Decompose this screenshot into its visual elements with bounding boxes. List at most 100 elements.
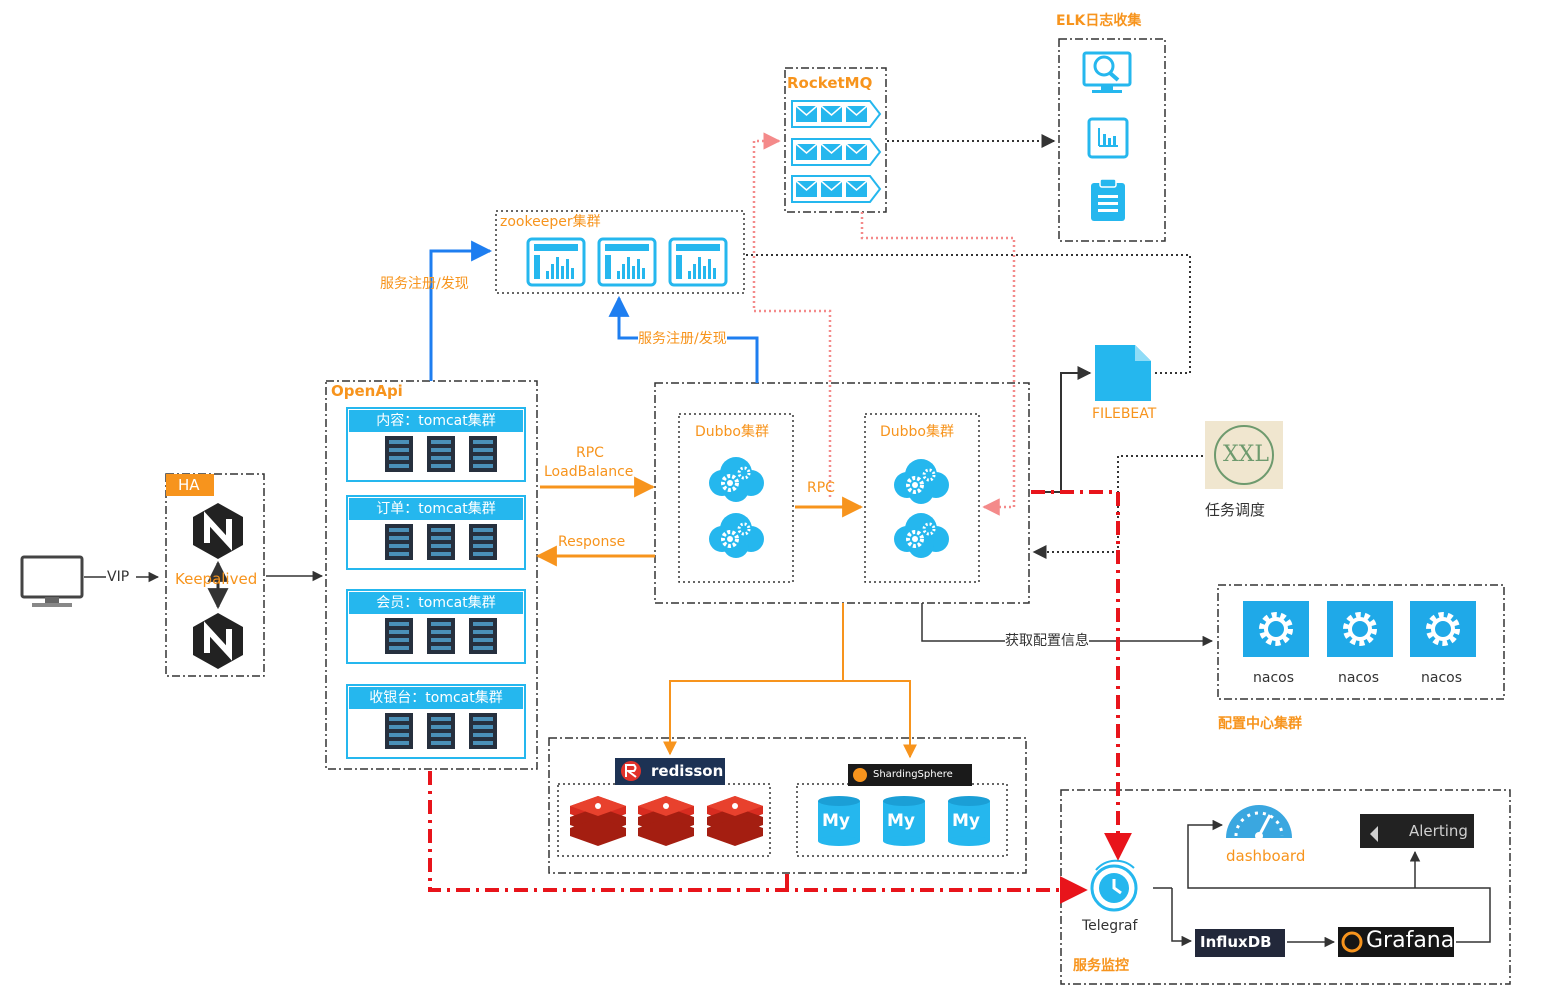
edge-rpc-lb-label-1: RPC xyxy=(576,445,604,461)
zookeeper-node-icon xyxy=(526,237,586,287)
dubbo-cluster1-box xyxy=(678,413,794,583)
ha-title: HA xyxy=(178,476,200,494)
grafana-logo-bg xyxy=(1338,927,1454,957)
redis-cube-icons xyxy=(570,796,763,846)
rocketmq-title: RocketMQ xyxy=(787,74,873,92)
server-icons xyxy=(385,436,497,749)
server-icon xyxy=(385,524,413,560)
keepalived-label: Keepalived xyxy=(175,570,258,588)
server-icon xyxy=(385,618,413,654)
mysql-text: My xyxy=(952,811,980,831)
zookeeper-node-icons xyxy=(526,237,728,287)
influxdb-label: InfluxDB xyxy=(1200,933,1272,951)
redisson-r-icon xyxy=(621,761,641,781)
server-icon xyxy=(469,713,497,749)
redis-icon xyxy=(707,796,763,846)
alerting-label: Alerting xyxy=(1409,822,1468,840)
dubbo-cluster1-title: Dubbo集群 xyxy=(695,424,769,440)
elk-title: ELK日志收集 xyxy=(1056,13,1142,29)
dubbo-service-icon xyxy=(894,513,949,558)
edge-rpc-label: RPC xyxy=(807,480,835,496)
server-icon xyxy=(427,524,455,560)
server-icon xyxy=(427,713,455,749)
redis-icon xyxy=(570,796,626,846)
nacos-gear-icons xyxy=(1243,601,1476,657)
server-icon xyxy=(469,436,497,472)
dashboard-gauge-icon xyxy=(1226,805,1292,840)
shardingsphere-label: ShardingSphere xyxy=(873,769,953,780)
dubbo-cluster2-box xyxy=(864,413,980,583)
influxdb-logo-bg xyxy=(1195,929,1285,957)
server-icon xyxy=(385,436,413,472)
shardingsphere-logo-bg xyxy=(848,764,972,786)
rocketmq-queue-icons xyxy=(791,100,882,203)
ha-title-bg xyxy=(166,474,214,496)
logstash-clipboard-icon xyxy=(1091,178,1125,221)
redisson-label: redisson xyxy=(651,762,724,780)
nacos-label-1: nacos xyxy=(1253,670,1295,686)
mysql-icon xyxy=(948,796,990,846)
grafana-label: Grafana xyxy=(1366,928,1455,953)
server-icon xyxy=(469,618,497,654)
nginx-bottom-icon xyxy=(193,613,243,669)
zookeeper-node-icon xyxy=(668,237,728,287)
dubbo-outer-box xyxy=(654,382,1030,604)
edge-fetch-config-label: 获取配置信息 xyxy=(1005,633,1089,649)
dubbo-service-icon xyxy=(709,513,764,558)
dubbo-service-icon xyxy=(709,457,764,502)
tomcat-cluster-order-label: 订单：tomcat集群 xyxy=(349,498,523,520)
elasticsearch-monitor-icon xyxy=(1082,51,1132,93)
kibana-chart-icon xyxy=(1087,117,1129,159)
mq-queue-icon xyxy=(791,100,882,128)
server-icon xyxy=(469,524,497,560)
redis-icon xyxy=(638,796,694,846)
zookeeper-title: zookeeper集群 xyxy=(500,214,601,230)
xxl-job-logo-bg xyxy=(1205,421,1283,489)
tomcat-cluster-cashier-label: 收银台：tomcat集群 xyxy=(349,687,523,709)
dashboard-label: dashboard xyxy=(1226,847,1306,865)
mq-queue-icon xyxy=(791,175,882,203)
nacos-gear-icon xyxy=(1410,601,1476,657)
nginx-top-icon xyxy=(193,503,243,559)
nacos-gear-icon xyxy=(1327,601,1393,657)
openapi-title: OpenApi xyxy=(331,382,403,400)
nacos-label-2: nacos xyxy=(1338,670,1380,686)
mysql-text: My xyxy=(822,811,850,831)
nacos-label-3: nacos xyxy=(1421,670,1463,686)
edge-rpc-lb-label-2: LoadBalance xyxy=(544,464,634,480)
zookeeper-node-icon xyxy=(597,237,657,287)
xxl-job-label: 任务调度 xyxy=(1205,501,1266,519)
mysql-icon xyxy=(883,796,925,846)
dubbo-cluster2-title: Dubbo集群 xyxy=(880,424,954,440)
telegraf-clock-icon xyxy=(1090,859,1138,912)
server-icon xyxy=(427,436,455,472)
client-computer-icon xyxy=(20,555,84,607)
alerting-logo-bg xyxy=(1360,814,1474,848)
ha-box xyxy=(165,473,265,677)
rocketmq-box xyxy=(784,67,887,213)
telegraf-label: Telegraf xyxy=(1082,918,1138,934)
nacos-cluster-box xyxy=(1217,584,1505,700)
edge-register-label-2: 服务注册/发现 xyxy=(638,331,727,347)
edge-register-label-1: 服务注册/发现 xyxy=(380,276,469,292)
server-icon xyxy=(385,713,413,749)
filebeat-label: FILEBEAT xyxy=(1092,406,1157,422)
elk-box xyxy=(1058,38,1166,242)
storage-box xyxy=(548,737,1027,874)
server-icon xyxy=(427,618,455,654)
mysql-icon xyxy=(818,796,860,846)
mysql-text: My xyxy=(887,811,915,831)
nacos-cluster-title: 配置中心集群 xyxy=(1218,716,1302,732)
edge-response-label: Response xyxy=(558,534,626,550)
vip-label: VIP xyxy=(107,569,130,585)
dubbo-service-icon xyxy=(894,459,949,504)
mq-queue-icon xyxy=(791,138,882,166)
tomcat-cluster-member-label: 会员：tomcat集群 xyxy=(349,592,523,614)
mysql-cylinder-icons xyxy=(818,796,990,846)
dubbo-cloud-gear-icons xyxy=(709,457,949,558)
monitor-title: 服务监控 xyxy=(1073,958,1129,974)
openapi-box xyxy=(325,380,538,770)
tomcat-cluster-content-label: 内容：tomcat集群 xyxy=(349,410,523,432)
nacos-gear-icon xyxy=(1243,601,1309,657)
